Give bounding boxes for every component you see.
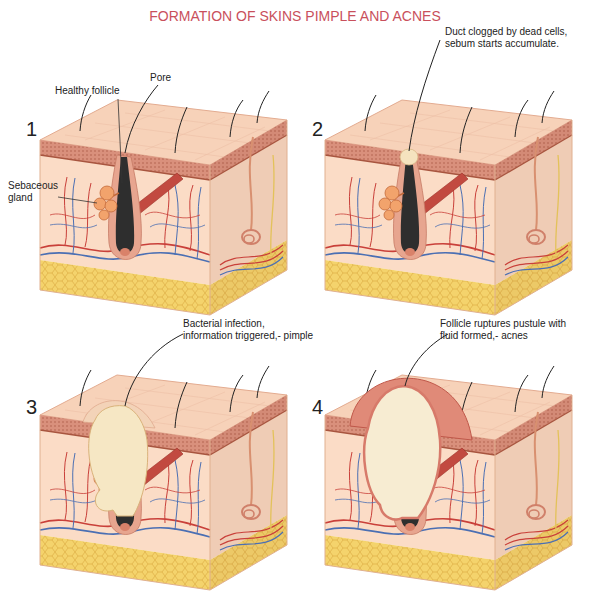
leader-line [58, 197, 97, 203]
panel-pimple [40, 334, 287, 590]
callout-number: 2 [312, 118, 336, 141]
stage-note: Duct clogged by dead cells, sebum starts… [445, 26, 580, 49]
skin-block [40, 91, 287, 315]
part-label: Healthy follicle [55, 85, 135, 97]
leader-line [118, 99, 122, 183]
stage-note: Follicle ruptures pustule with fluid for… [440, 318, 580, 341]
panel-clogged [325, 40, 572, 315]
skin-block [325, 91, 572, 315]
stage-note: Bacterial infection, information trigger… [183, 318, 316, 341]
inflamed-sebum [89, 406, 148, 516]
callout-number: 4 [312, 396, 336, 419]
diagram-title: FORMATION OF SKINS PIMPLE AND ACNES [0, 8, 590, 24]
leader-line [409, 40, 440, 151]
pustule [364, 386, 440, 519]
callout-number: 1 [26, 118, 50, 141]
skin-block [325, 366, 572, 590]
part-label: Pore [150, 72, 190, 84]
leader-line [125, 85, 158, 153]
part-label: Sebaceous gland [8, 180, 63, 203]
panel-healthy [40, 85, 287, 315]
callout-number: 3 [26, 396, 50, 419]
clogged-follicle [379, 155, 426, 260]
leader-line [405, 334, 448, 386]
panel-acne [325, 334, 572, 590]
healthy-follicle [94, 155, 141, 260]
skin-block [40, 366, 287, 590]
sebum-plug [400, 149, 418, 165]
leader-line [125, 334, 183, 406]
